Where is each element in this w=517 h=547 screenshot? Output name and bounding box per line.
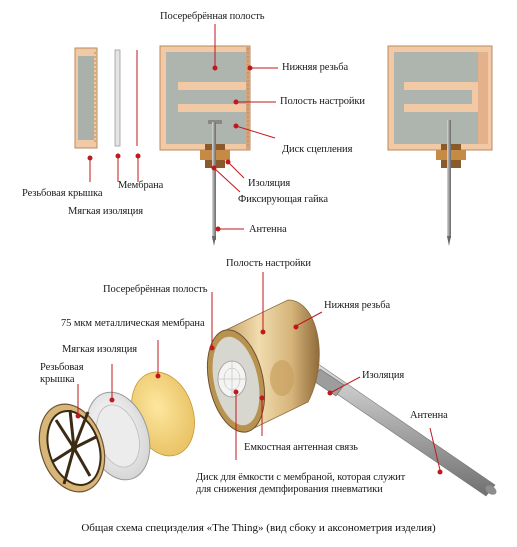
label-lower-thread-iso: Нижняя резьба bbox=[324, 300, 391, 311]
label-disk-capacity: Диск для ёмкости с мембраной, которая сл… bbox=[196, 472, 406, 495]
figure-caption: Общая схема специзделия «The Thing» (вид… bbox=[81, 522, 436, 534]
label-silvered-cavity-iso: Посеребрённая полость bbox=[103, 284, 208, 295]
label-metal-membrane: 75 мкм металлическая мембрана bbox=[61, 318, 205, 329]
label-soft-insulation-top: Мягкая изоляция bbox=[68, 206, 143, 217]
label-insulation-iso: Изоляция bbox=[362, 370, 405, 381]
label-antenna-iso: Антенна bbox=[410, 410, 448, 421]
body-iso bbox=[206, 299, 320, 433]
body-side-alt bbox=[387, 45, 493, 246]
label-threaded-cap-top: Резьбовая крышка bbox=[22, 188, 103, 199]
pointers-top bbox=[87, 24, 278, 232]
threaded-cap-iso bbox=[38, 403, 106, 493]
label-tuning-cavity-top: Полость настройки bbox=[280, 96, 365, 107]
label-threaded-cap-iso: Резьбовая крышка bbox=[40, 362, 84, 385]
label-silvered-cavity-top: Посеребрённая полость bbox=[160, 11, 265, 22]
label-capacitive-coupling: Емкостная антенная связь bbox=[244, 442, 358, 453]
label-soft-insulation-iso: Мягкая изоляция bbox=[62, 344, 137, 355]
pointers-iso bbox=[75, 272, 443, 475]
label-locking-nut: Фиксирующая гайка bbox=[238, 194, 328, 205]
body-side bbox=[159, 45, 251, 246]
label-membrane-top: Мембрана bbox=[118, 180, 164, 191]
label-coupling-disk: Диск сцепления bbox=[282, 144, 353, 155]
soft-insulation-side bbox=[114, 49, 121, 147]
label-tuning-cavity-iso: Полость настройки bbox=[226, 258, 311, 269]
antenna-rod bbox=[295, 354, 497, 497]
label-insulation-top: Изоляция bbox=[248, 178, 291, 189]
label-antenna-top: Антенна bbox=[249, 224, 287, 235]
label-lower-thread-top: Нижняя резьба bbox=[282, 62, 349, 73]
threaded-cap-side bbox=[74, 47, 98, 149]
